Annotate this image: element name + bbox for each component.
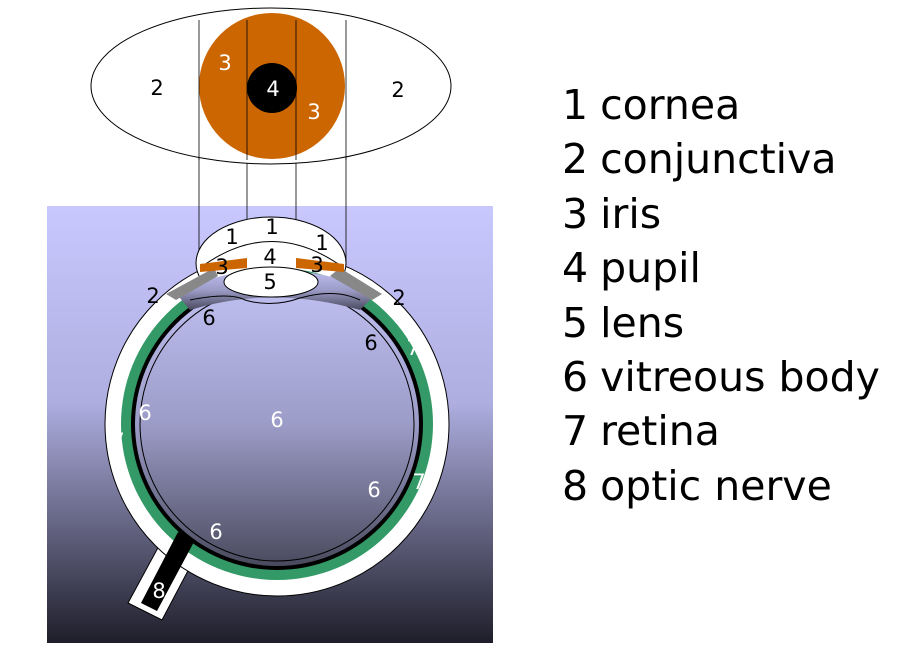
label-vitreous-lower-right: 6 [367, 478, 380, 502]
front-projection-overlay [198, 20, 347, 160]
legend-number: 4 [562, 244, 589, 293]
vitreous-front-boundary [189, 293, 361, 304]
vitreous-body [135, 282, 419, 566]
legend-number: 2 [562, 135, 589, 184]
legend-term: pupil [600, 244, 701, 293]
legend-term: lens [600, 298, 685, 347]
label-vitreous-upper-right: 6 [364, 331, 377, 355]
cornea-inner-curve [199, 241, 345, 269]
legend-number: 8 [562, 461, 589, 510]
front-label-sclera-left: 2 [150, 76, 163, 100]
label-iris-left: 3 [215, 255, 228, 279]
front-label-iris-upper: 3 [218, 51, 231, 75]
front-view: 2 2 3 3 4 [90, 7, 452, 165]
label-vitreous-center: 6 [270, 408, 283, 432]
label-iris-right: 3 [310, 253, 323, 277]
legend-term: retina [600, 407, 720, 456]
cross-section: 1 1 1 3 3 4 5 2 2 6 6 6 6 6 6 7 7 7 8 [104, 215, 450, 621]
legend-term: iris [600, 189, 662, 238]
legend-number: 5 [562, 298, 589, 347]
conjunctiva-right-wedge [330, 268, 382, 300]
label-cornea-right: 1 [315, 231, 328, 255]
label-lens: 5 [263, 270, 276, 294]
label-vitreous-bottom: 6 [209, 520, 222, 544]
conjunctiva-left-wedge [166, 268, 218, 300]
label-conjunctiva-left: 2 [146, 284, 159, 308]
label-optic-nerve: 8 [152, 579, 165, 603]
label-conjunctiva-right: 2 [392, 286, 405, 310]
iris-left [200, 258, 247, 272]
label-retina-upper-right: 7 [406, 336, 419, 360]
legend-term: optic nerve [600, 461, 832, 510]
label-cornea-left: 1 [225, 225, 238, 249]
label-cornea-top: 1 [265, 215, 278, 239]
front-label-pupil: 4 [266, 77, 279, 101]
iris-right [296, 258, 344, 272]
legend-term: vitreous body [600, 353, 880, 402]
front-label-iris-lower: 3 [307, 100, 320, 124]
label-vitreous-left: 6 [138, 401, 151, 425]
front-pupil [247, 63, 297, 113]
legend-term: cornea [600, 81, 741, 129]
lens [223, 266, 319, 298]
label-pupil: 4 [263, 245, 276, 269]
front-label-sclera-right: 2 [391, 78, 404, 102]
legend-number: 1 [562, 81, 589, 129]
legend-term: conjunctiva [600, 135, 837, 184]
legend-number: 7 [562, 407, 589, 456]
label-vitreous-upper-left: 6 [202, 306, 215, 330]
optic-nerve-core [141, 532, 195, 611]
legend-number: 6 [562, 353, 589, 402]
label-retina-lower-right: 7 [412, 470, 425, 494]
label-retina-left: 7 [111, 429, 124, 453]
legend-number: 3 [562, 189, 589, 238]
